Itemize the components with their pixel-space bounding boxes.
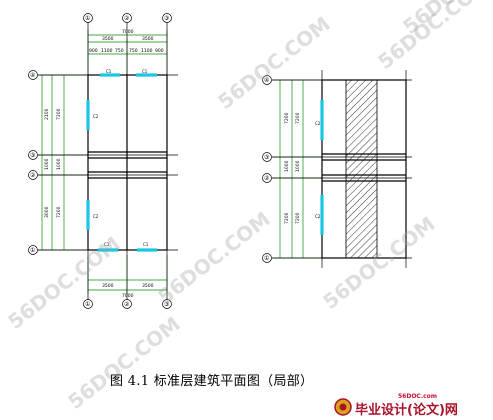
left-axis-bubbles: ① ② ③ ① ② ③ ④ ③ ② ① xyxy=(28,13,172,309)
axis-bubble-label: ③ xyxy=(30,152,35,159)
left-walls xyxy=(87,74,168,251)
watermark-text: 56DOC.COM xyxy=(153,207,274,309)
hatched-section xyxy=(345,79,378,259)
axis-bubble-label: ③ xyxy=(164,301,169,308)
site-logo: 毕业设计(论文)网 xyxy=(333,396,493,418)
dim-text: 1100 xyxy=(141,48,153,54)
axis-bubble-label: ① xyxy=(85,301,90,308)
left-plan: C1 C1 C2 C2 C1 C1 7000 3500 3500 900 110… xyxy=(28,13,178,309)
dim-text: 7200 xyxy=(295,112,301,124)
dim-text: 750 xyxy=(115,48,124,54)
dim-text: 900 xyxy=(155,48,164,54)
dim-text: 3000 xyxy=(44,206,50,218)
axis-bubble-label: ③ xyxy=(164,15,169,22)
axis-bubble-label: ② xyxy=(30,172,36,179)
axis-bubble-label: ④ xyxy=(264,77,269,84)
dim-text: 3500 xyxy=(142,283,154,289)
dim-text: 7200 xyxy=(284,212,290,224)
window-tag: C1 xyxy=(142,69,148,74)
right-axis-bubbles: ④ ③ ② ① xyxy=(262,75,272,263)
left-window-tags: C1 C1 C2 C2 C1 C1 xyxy=(93,69,149,247)
window-tag: C1 xyxy=(106,69,112,74)
left-dimension-texts: 7000 3500 3500 900 1100 750 750 1100 900… xyxy=(44,29,164,299)
figure-caption: 图 4.1 标准层建筑平面图（局部） xyxy=(110,374,314,389)
dim-text: 7200 xyxy=(284,112,290,124)
dim-text: 1000 xyxy=(284,160,290,172)
dim-text: 1100 xyxy=(101,48,113,54)
window-tag: C1 xyxy=(143,242,149,247)
right-window-tags: C2 C2 xyxy=(315,121,321,219)
left-windows xyxy=(86,73,157,252)
dim-text: 1000 xyxy=(295,160,301,172)
dim-text: 7200 xyxy=(56,108,62,120)
dim-text: 1000 xyxy=(44,158,50,170)
axis-bubble-label: ③ xyxy=(264,154,269,161)
dim-text: 7200 xyxy=(56,206,62,218)
watermarks: 56DOC.COM 56DOC.COM 56DOC.COM 56DOC.COM … xyxy=(3,0,493,414)
dim-text: 750 xyxy=(129,48,138,54)
axis-bubble-label: ④ xyxy=(30,72,35,79)
axis-bubble-label: ② xyxy=(264,175,270,182)
watermark-text: 56DOC.COM xyxy=(213,12,334,114)
logo-emblem-icon xyxy=(334,398,352,416)
axis-bubble-label: ① xyxy=(264,255,269,262)
window-tag: C2 xyxy=(315,214,321,219)
axis-bubble-label: ① xyxy=(30,247,35,254)
dim-text: 3500 xyxy=(102,36,114,42)
dim-text: 7000 xyxy=(122,29,134,35)
axis-bubble-label: ① xyxy=(85,15,90,22)
dim-text: 900 xyxy=(89,48,98,54)
dim-text: 2100 xyxy=(44,108,50,120)
axis-bubble-label: ② xyxy=(124,15,130,22)
dim-text: 3500 xyxy=(102,283,114,289)
logo-text: 毕业设计(论文)网 xyxy=(355,403,458,418)
window-tag: C2 xyxy=(315,121,321,126)
watermark-text: 56DOC.COM xyxy=(318,212,439,314)
watermark-text: 56DOC.COM xyxy=(63,312,184,414)
window-tag: C2 xyxy=(93,114,99,119)
dim-text: 7200 xyxy=(295,212,301,224)
dim-text: 7000 xyxy=(122,293,134,299)
window-tag: C1 xyxy=(104,242,110,247)
right-plan: C2 C2 7200 7200 7200 7200 1000 1000 ④ ③ … xyxy=(262,70,412,268)
dim-text: 3500 xyxy=(142,36,154,42)
axis-bubble-label: ② xyxy=(124,301,130,308)
window-tag: C2 xyxy=(93,214,99,219)
site-url: 56DOC.com xyxy=(398,393,438,400)
dim-text: 1000 xyxy=(56,158,62,170)
right-dimension-texts: 7200 7200 7200 7200 1000 1000 xyxy=(284,112,301,224)
